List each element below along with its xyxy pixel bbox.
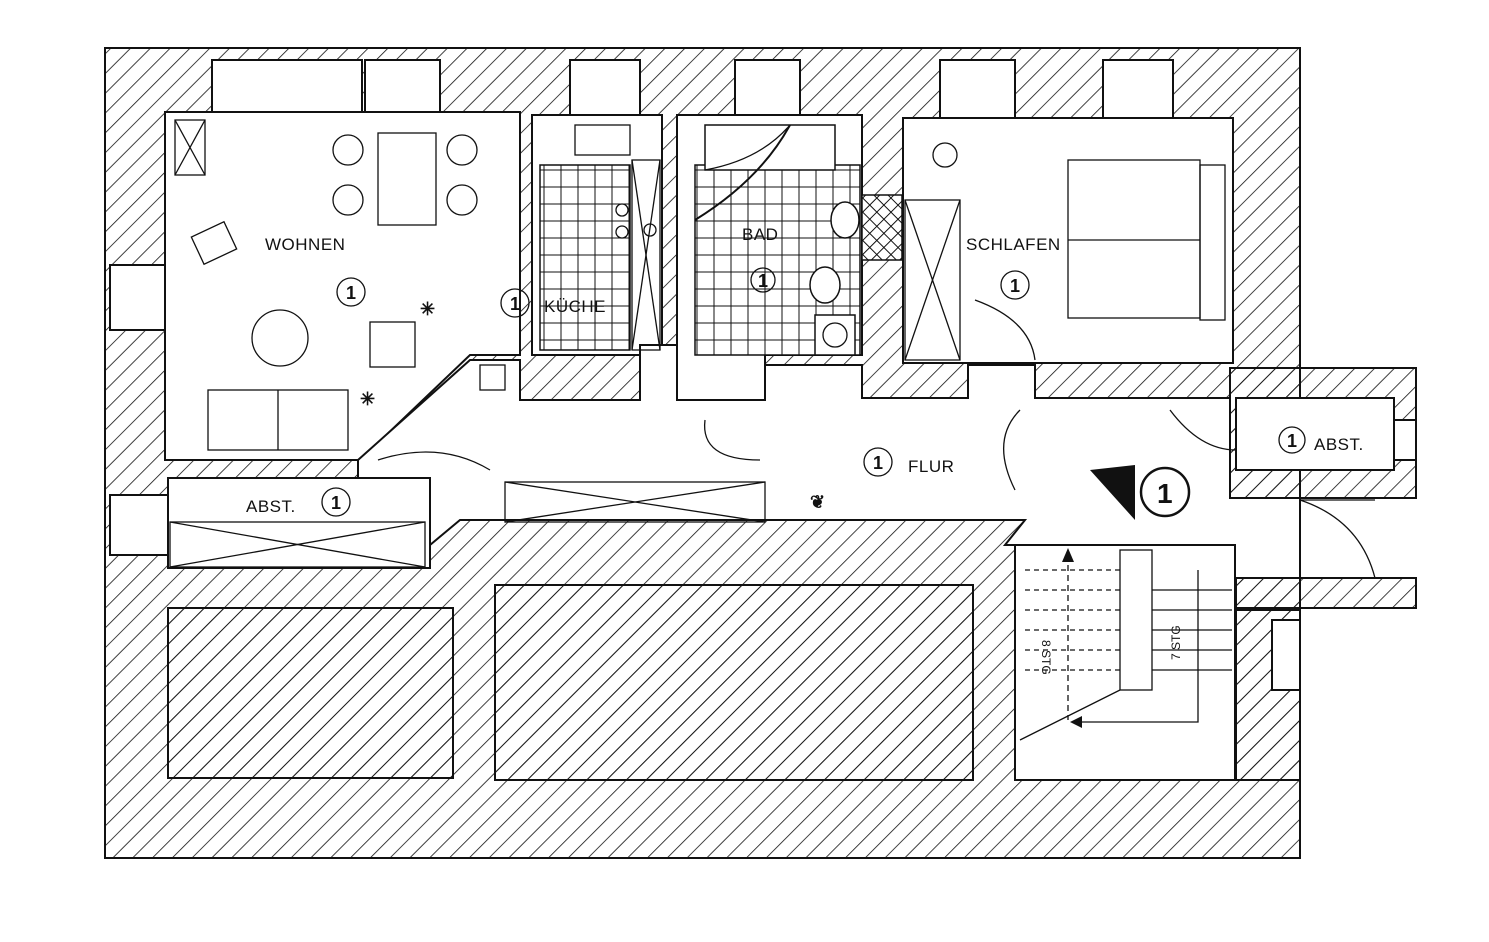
room-label-bad: BAD	[742, 225, 778, 244]
bathroom-fixtures	[694, 124, 903, 356]
unit-marker-kueche: 1	[510, 294, 520, 314]
basement-fields	[167, 584, 974, 781]
unit-marker-entrance: 1	[1157, 478, 1173, 509]
unit-marker-abst-right: 1	[1287, 431, 1297, 451]
room-label-abst-right: ABST.	[1314, 435, 1364, 454]
living-furniture	[190, 132, 506, 451]
plant-icon: ❦	[810, 492, 825, 512]
doors	[377, 299, 1376, 579]
plant-icon: ✳	[360, 389, 375, 409]
plants: ✳ ✳ ❦	[360, 299, 825, 512]
unit-marker-flur: 1	[873, 453, 883, 473]
unit-markers: 1 1 1 1 1 1 1 1	[321, 267, 1306, 518]
stairs	[1019, 465, 1232, 741]
kitchen-fixtures	[539, 124, 661, 351]
room-label-abst-left: ABST.	[246, 497, 296, 516]
room-label-schlafen: SCHLAFEN	[966, 235, 1061, 254]
unit-marker-bad: 1	[758, 271, 768, 291]
wardrobes	[169, 119, 961, 568]
room-label-flur: FLUR	[908, 457, 954, 476]
room-label-wohnen: WOHNEN	[265, 235, 345, 254]
windows	[109, 59, 1417, 691]
room-label-kueche: KÜCHE	[544, 297, 606, 316]
room-labels: WOHNEN KÜCHE BAD SCHLAFEN FLUR ABST. ABS…	[246, 225, 1364, 516]
unit-marker-wohnen: 1	[346, 283, 356, 303]
unit-marker-schlafen: 1	[1010, 276, 1020, 296]
bed	[932, 142, 1226, 321]
plant-icon: ✳	[420, 299, 435, 319]
stair-label-left: 8 STG	[1039, 640, 1053, 675]
unit-marker-abst-left: 1	[331, 493, 341, 513]
stair-label-right: 7 STG	[1169, 625, 1183, 660]
